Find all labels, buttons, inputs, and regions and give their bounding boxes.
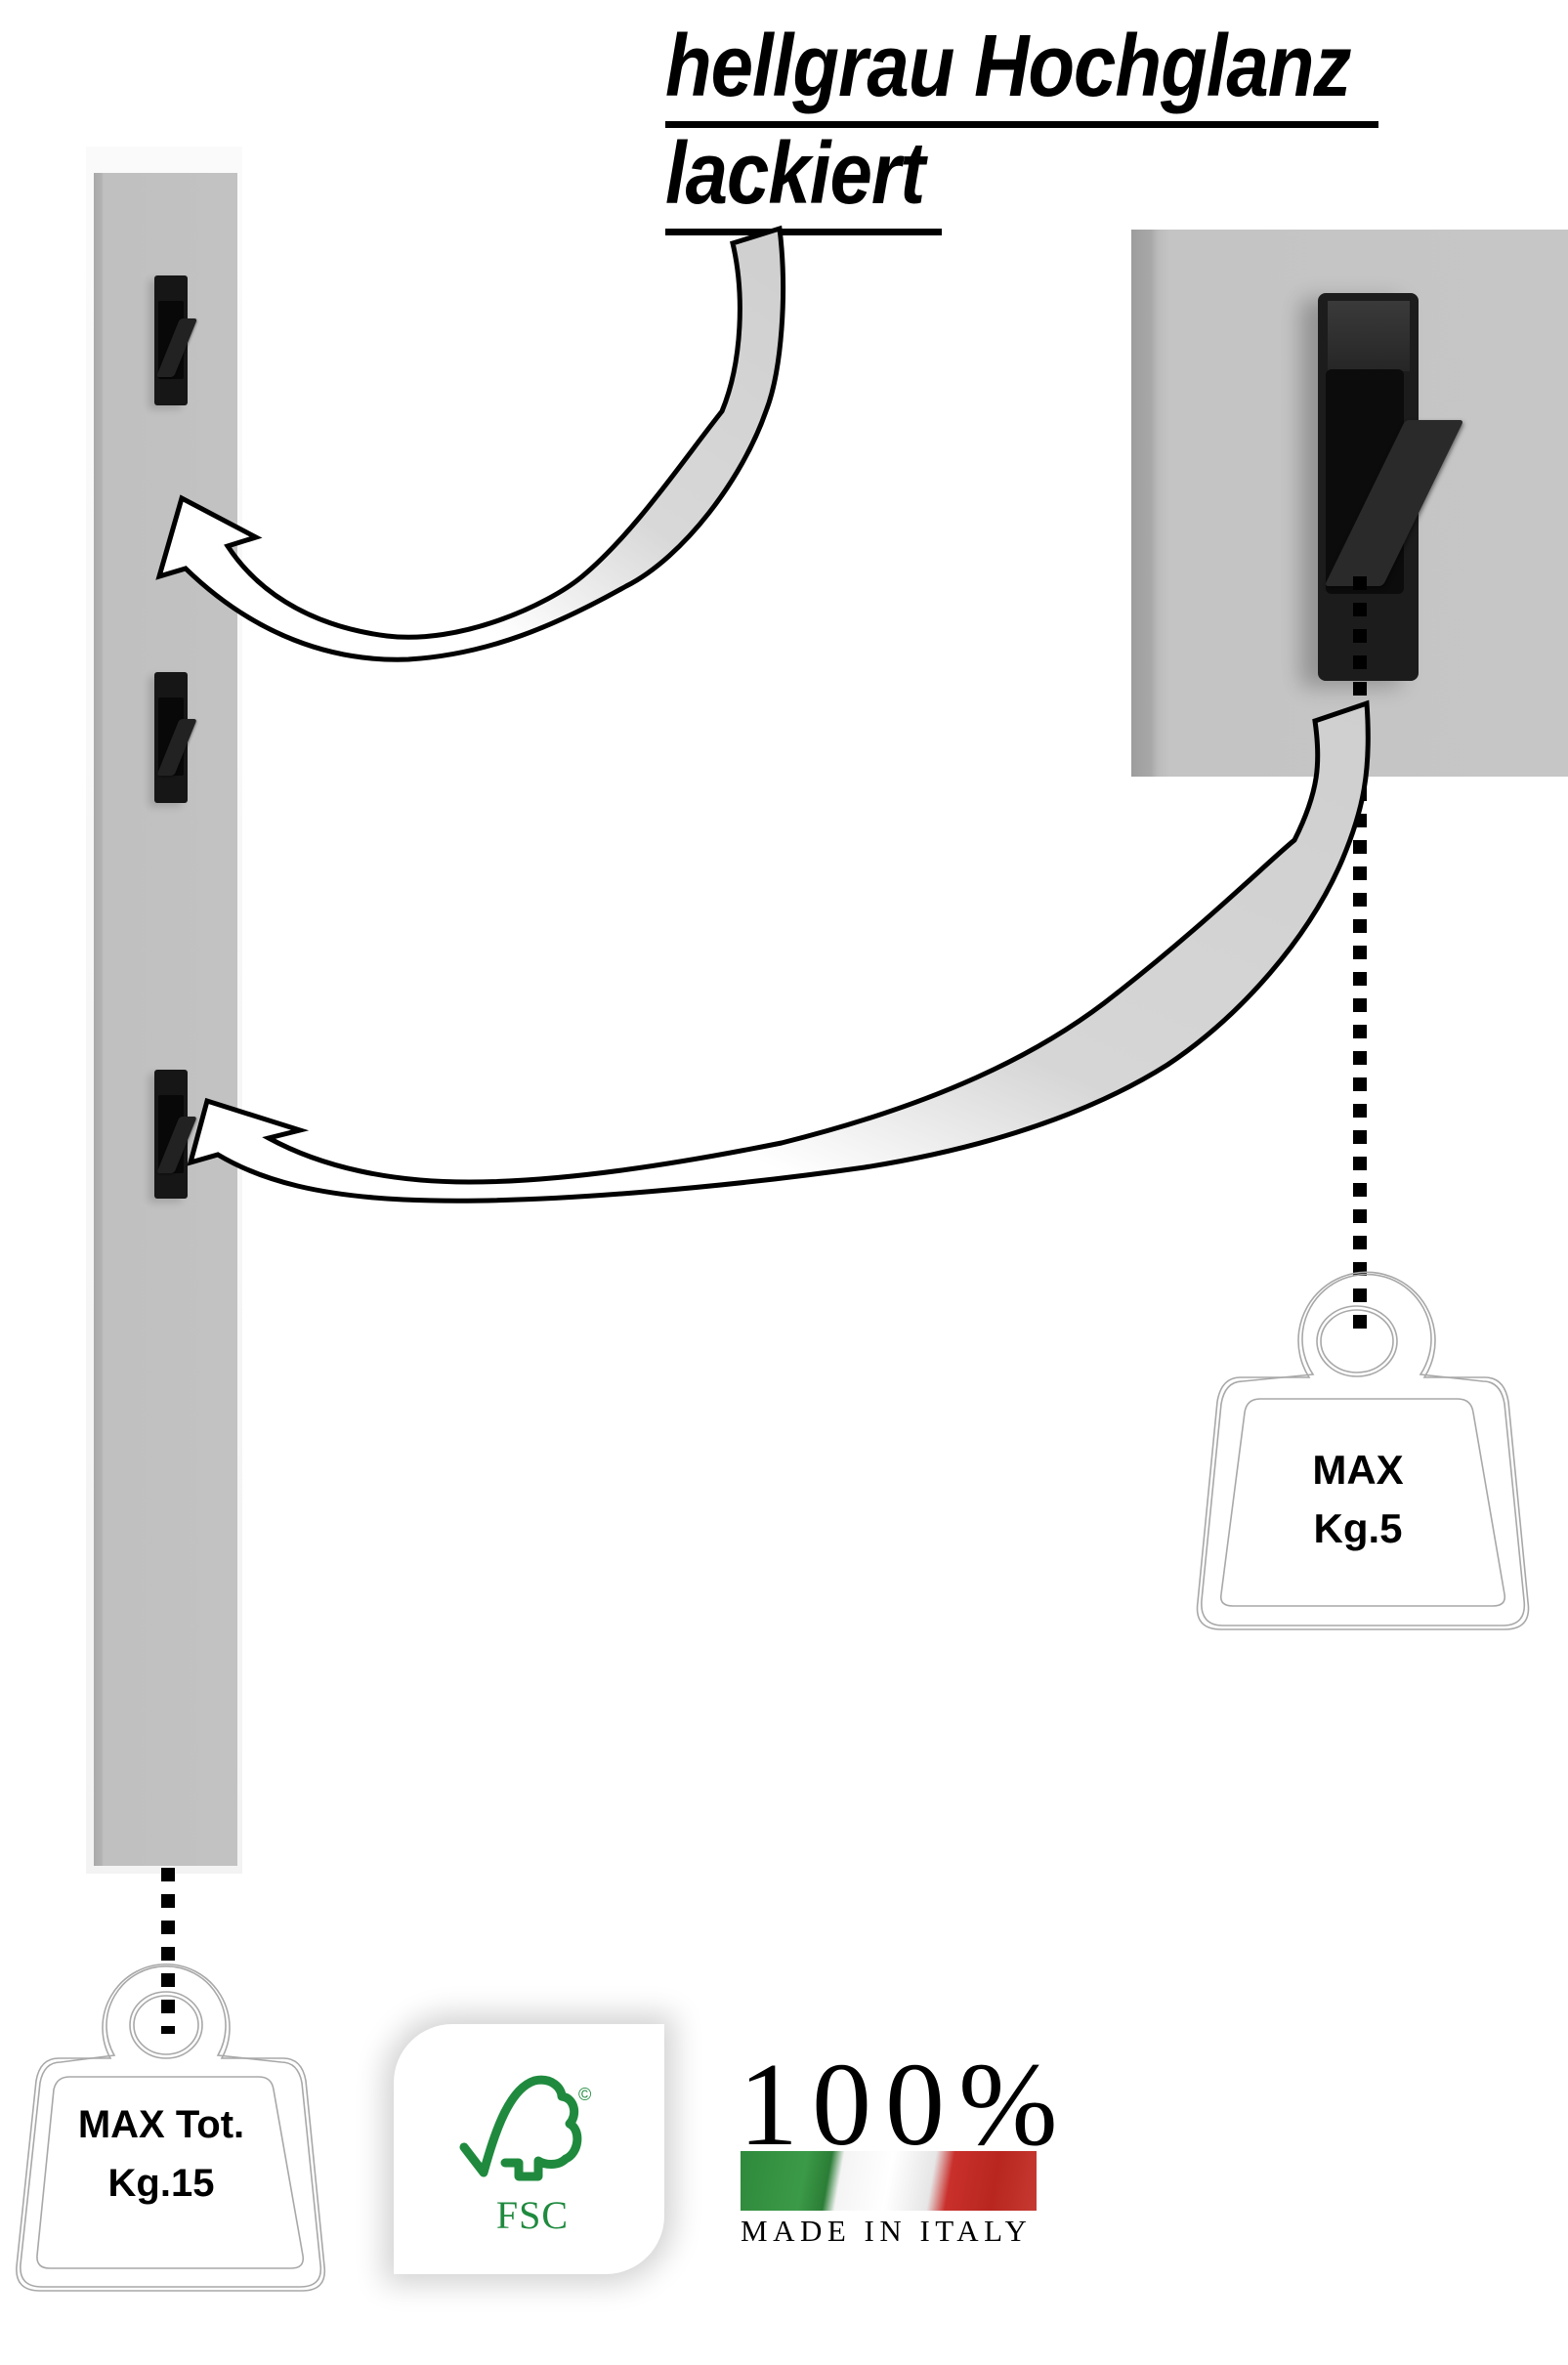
- hook-detail-plate: [1328, 301, 1410, 371]
- made-in-italy-label: MADE IN ITALY: [741, 2214, 1033, 2248]
- weight-icon-hook-load: [1196, 1271, 1530, 1630]
- hook-detail: [1318, 293, 1464, 681]
- italian-flag-icon: [741, 2151, 1037, 2211]
- arrow-detail-to-hook: [187, 699, 1371, 1204]
- title-underline-2: [665, 229, 942, 235]
- arrow-finish-to-panel: [155, 225, 786, 662]
- fsc-badge: © FSC: [394, 2024, 664, 2274]
- made-in-italy-percent: 100%: [739, 2039, 1072, 2171]
- finish-title-text-1: hellgrau Hochglanz: [665, 16, 1351, 115]
- hook-bottom: [154, 1070, 197, 1199]
- title-underline-1: [665, 121, 1378, 128]
- hook-middle: [154, 672, 197, 803]
- total-load-label-2: Kg.15: [107, 2162, 215, 2205]
- finish-title-line-2: lackiert: [665, 129, 925, 217]
- hook-load-label-1: MAX: [1312, 1447, 1404, 1493]
- finish-title-text-2: lackiert: [665, 123, 925, 223]
- coat-rack-panel: [94, 173, 237, 1866]
- hook-top: [154, 275, 198, 405]
- hook-load-label-2: Kg.5: [1313, 1505, 1403, 1551]
- hook-detail-closeup: [1131, 230, 1568, 777]
- fsc-tree-check-icon: ©: [459, 2075, 591, 2181]
- fsc-label: FSC: [495, 2193, 570, 2237]
- weight-icon-total-load: [16, 1964, 326, 2292]
- copyright-symbol: ©: [578, 2085, 591, 2104]
- total-load-label-1: MAX Tot.: [77, 2103, 245, 2146]
- finish-title-line-1: hellgrau Hochglanz: [665, 21, 1351, 109]
